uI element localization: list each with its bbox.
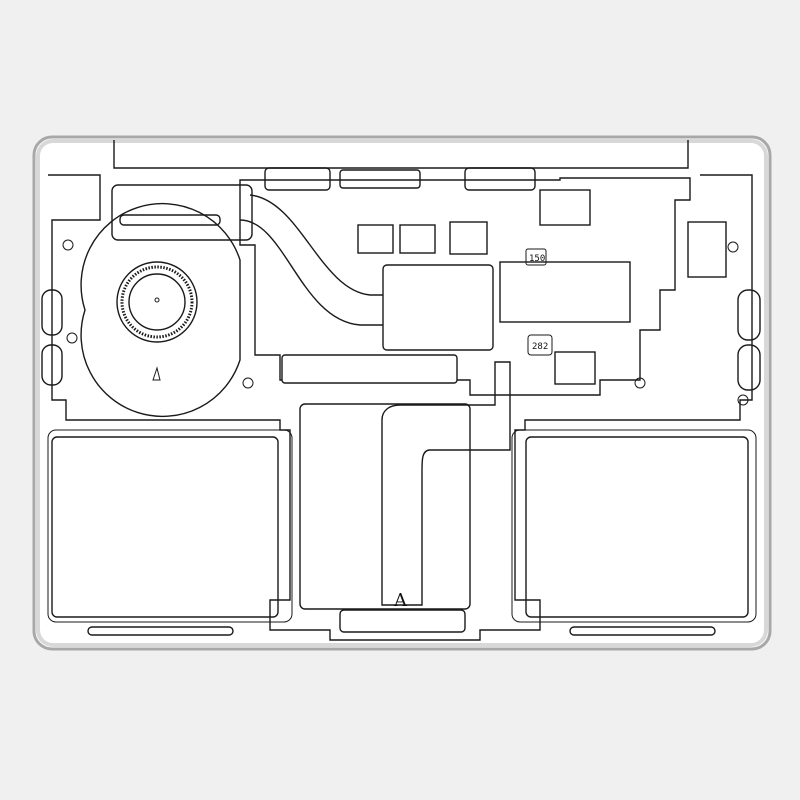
- fan-housing: [80, 202, 241, 418]
- flex-cable: [381, 361, 511, 606]
- chassis-outline: [48, 174, 753, 641]
- battery-left-frame: [47, 429, 293, 623]
- heatsink: [111, 184, 253, 241]
- screw: [737, 394, 749, 406]
- body-bevel: [36, 139, 768, 647]
- connector-left: [264, 167, 331, 191]
- fan-center: [154, 297, 160, 303]
- chip-ram-1: [357, 224, 394, 254]
- hinge-outline: [113, 140, 689, 169]
- battery-right: [525, 436, 749, 618]
- port-left-1: [41, 289, 63, 336]
- port-left-2: [41, 344, 63, 386]
- chip-ram-2: [399, 224, 436, 254]
- connector-top: [339, 169, 421, 189]
- fan-hub: [128, 273, 186, 331]
- ssd-chip: [499, 261, 631, 323]
- laptop-body: [32, 135, 772, 651]
- screw: [634, 377, 646, 389]
- fan-arrow-icon: [152, 366, 161, 381]
- connector-right: [464, 167, 536, 191]
- screw: [62, 239, 74, 251]
- heatsink-fin: [119, 214, 221, 226]
- cpu-shield: [382, 264, 494, 351]
- logic-board: [239, 177, 691, 396]
- chip-side: [687, 221, 727, 278]
- screw: [727, 241, 739, 253]
- chip-ram-3: [449, 221, 488, 255]
- foot-left: [87, 626, 234, 636]
- battery-left: [51, 436, 279, 618]
- foot-right: [569, 626, 716, 636]
- fan-icon: [116, 261, 198, 343]
- port-right-2: [737, 344, 761, 391]
- bar-connector: [281, 354, 458, 384]
- component-150: [525, 248, 547, 266]
- chip-lower: [554, 351, 596, 385]
- trackpad-connector: [339, 609, 466, 633]
- screw: [242, 377, 254, 389]
- component-label-150: 150: [529, 254, 545, 264]
- screw: [66, 332, 78, 344]
- component-282: [527, 334, 553, 356]
- fan-blades: [120, 265, 194, 339]
- battery-center: [299, 403, 471, 610]
- port-right-1: [737, 289, 761, 341]
- chip-top-right: [539, 189, 591, 226]
- component-label-282: 282: [532, 342, 548, 352]
- battery-right-frame: [511, 429, 757, 623]
- logo-mark: A: [393, 590, 408, 611]
